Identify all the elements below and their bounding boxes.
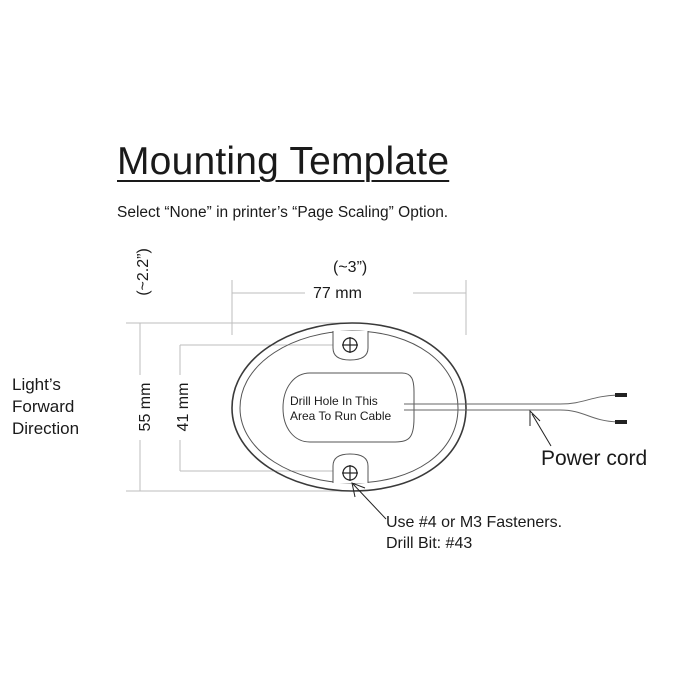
fastener-note-line-1: Use #4 or M3 Fasteners.: [386, 514, 563, 531]
power-cord-label: Power cord: [541, 447, 648, 470]
height-outer-mm-label: 55 mm: [137, 382, 154, 432]
height-inner-mm-label: 41 mm: [175, 382, 192, 432]
screw-hole-top: [342, 337, 358, 353]
power-cord-arrowhead: [529, 409, 541, 426]
inner-housing-outline: [239, 330, 459, 484]
wire-end-top: [615, 393, 627, 397]
direction-line-1: Light’s: [12, 375, 61, 394]
fastener-leader: [352, 483, 387, 520]
forward-direction-label: Light’s Forward Direction: [12, 374, 79, 440]
direction-line-3: Direction: [12, 419, 80, 438]
page-title: Mounting Template: [117, 140, 450, 183]
wire-end-bottom: [615, 420, 627, 424]
drill-area-outline: [282, 372, 415, 443]
drill-area-line-1: Drill Hole In This: [290, 394, 378, 408]
fastener-note: Use #4 or M3 Fasteners. Drill Bit: #43: [386, 512, 562, 554]
outer-housing-outline: [231, 322, 467, 492]
fastener-arrowhead: [351, 482, 366, 498]
drill-area-label: Drill Hole In This Area To Run Cable: [290, 394, 391, 424]
fastener-note-line-2: Drill Bit: #43: [386, 535, 473, 552]
width-inches-label: (~3”): [333, 259, 368, 276]
page-subtitle: Select “None” in printer’s “Page Scaling…: [117, 204, 449, 221]
power-cord-wires: [404, 394, 619, 423]
height-inches-label: (~2.2”): [135, 248, 152, 296]
direction-line-2: Forward: [12, 397, 75, 416]
drill-area-line-2: Area To Run Cable: [290, 409, 392, 423]
screw-hole-bottom: [342, 465, 358, 481]
power-cord-leader: [531, 413, 552, 447]
width-mm-label: 77 mm: [313, 285, 362, 302]
